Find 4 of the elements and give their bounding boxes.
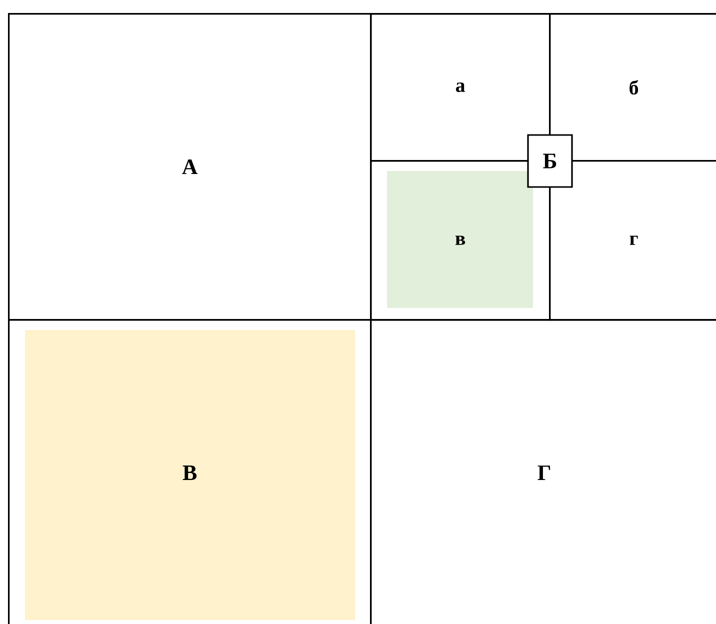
node-label: а bbox=[456, 82, 465, 92]
grid-cell: А bbox=[8, 13, 372, 321]
grid-cell: В bbox=[8, 319, 372, 624]
grid-cell: Г bbox=[370, 319, 716, 624]
